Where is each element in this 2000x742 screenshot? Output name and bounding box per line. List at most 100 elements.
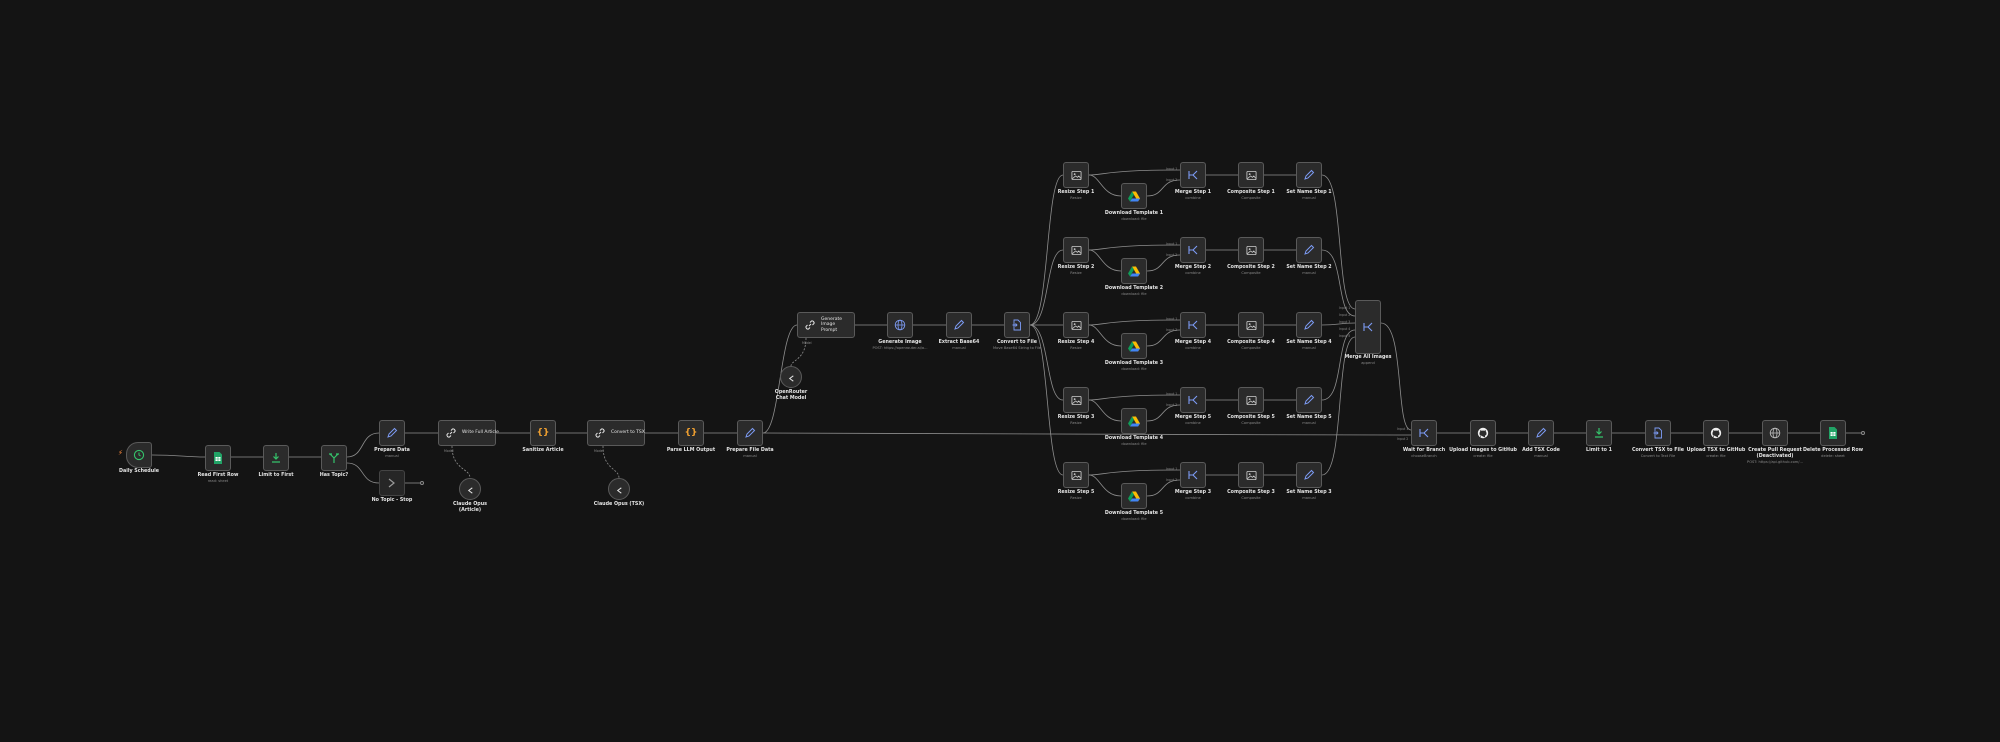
node-prepare-file-data[interactable]: [737, 420, 763, 446]
node-merge-step-3[interactable]: [1180, 462, 1206, 488]
node-set-name-step-1[interactable]: [1296, 162, 1322, 188]
node-upload-tsx-to-github[interactable]: [1703, 420, 1729, 446]
node-merge-step-1[interactable]: [1180, 162, 1206, 188]
node-claude-opus-article[interactable]: [459, 478, 481, 500]
node-download-template-5[interactable]: [1121, 483, 1147, 509]
node-composite-step-3[interactable]: [1238, 462, 1264, 488]
node-resize-step-5[interactable]: [1063, 462, 1089, 488]
node-sanitize-article[interactable]: {}: [530, 420, 556, 446]
node-openrouter-chat-model[interactable]: [780, 366, 802, 388]
pencil-icon: [1303, 394, 1315, 406]
node-delete-processed-row[interactable]: [1820, 420, 1846, 446]
clock-icon: [133, 449, 145, 461]
node-generate-image[interactable]: [887, 312, 913, 338]
image-icon: [1245, 319, 1257, 331]
node-resize-step-2[interactable]: [1063, 237, 1089, 263]
image-icon: [1245, 394, 1257, 406]
node-download-template-3[interactable]: [1121, 333, 1147, 359]
port-label-input1: Input 1: [1166, 392, 1178, 396]
node-prepare-data[interactable]: [379, 420, 405, 446]
port-label-model: Model: [594, 449, 604, 453]
pencil-icon: [1303, 244, 1315, 256]
node-set-name-step-2[interactable]: [1296, 237, 1322, 263]
node-add-tsx-code[interactable]: [1528, 420, 1554, 446]
label-limit-to-first: Limit to First: [258, 473, 294, 478]
node-set-name-step-5[interactable]: [1296, 387, 1322, 413]
node-convert-tsx-to-file[interactable]: [1645, 420, 1671, 446]
node-extract-base64[interactable]: [946, 312, 972, 338]
merge-icon: [1187, 469, 1199, 481]
edge: [602, 445, 620, 479]
node-composite-step-1[interactable]: [1238, 162, 1264, 188]
google-sheets-icon: [1827, 427, 1839, 439]
node-merge-all-images[interactable]: [1355, 300, 1381, 354]
node-daily-schedule[interactable]: [126, 442, 152, 468]
node-composite-step-5[interactable]: [1238, 387, 1264, 413]
node-download-template-1[interactable]: [1121, 183, 1147, 209]
anthropic-icon: [615, 480, 624, 499]
node-resize-step-4[interactable]: [1063, 312, 1089, 338]
node-create-pull-request[interactable]: [1762, 420, 1788, 446]
merge-icon: [1187, 319, 1199, 331]
node-generate-image-prompt[interactable]: Generate Image Prompt: [797, 312, 855, 338]
node-set-name-step-4[interactable]: [1296, 312, 1322, 338]
image-icon: [1070, 394, 1082, 406]
edge: [1029, 249, 1064, 326]
node-parse-llm-output[interactable]: {}: [678, 420, 704, 446]
output-endpoint[interactable]: [420, 481, 424, 485]
file-convert-icon: [1652, 427, 1664, 439]
node-convert-to-tsx[interactable]: Convert to TSX: [587, 420, 645, 446]
node-merge-step-4[interactable]: [1180, 312, 1206, 338]
label-extract-base64: Extract Base64 manual: [938, 340, 980, 350]
node-limit-to-1[interactable]: [1586, 420, 1612, 446]
node-no-topic-stop[interactable]: [379, 470, 405, 496]
port-label-model: Model: [802, 341, 812, 345]
node-convert-to-file[interactable]: [1004, 312, 1030, 338]
node-resize-step-1[interactable]: [1063, 162, 1089, 188]
node-write-full-article[interactable]: Write Full Article: [438, 420, 499, 446]
node-upload-images-to-github[interactable]: [1470, 420, 1496, 446]
merge-icon: [1187, 244, 1199, 256]
label-has-topic: Has Topic?: [319, 473, 349, 478]
edge: [451, 445, 471, 479]
edge: [151, 454, 206, 458]
no-op-arrow-icon: [386, 477, 398, 489]
node-wait-for-branch[interactable]: [1411, 420, 1437, 446]
node-limit-to-first[interactable]: [263, 445, 289, 471]
node-resize-step-3[interactable]: [1063, 387, 1089, 413]
node-download-template-4[interactable]: [1121, 408, 1147, 434]
port-label-input4: Input 4: [1339, 327, 1351, 331]
node-download-template-2[interactable]: [1121, 258, 1147, 284]
pencil-icon: [386, 427, 398, 439]
node-merge-step-2[interactable]: [1180, 237, 1206, 263]
node-read-first-row[interactable]: [205, 445, 231, 471]
pencil-icon: [1303, 469, 1315, 481]
node-merge-step-5[interactable]: [1180, 387, 1206, 413]
output-endpoint[interactable]: [1861, 431, 1865, 435]
edge: [762, 432, 1412, 436]
node-claude-opus-tsx[interactable]: [608, 478, 630, 500]
google-drive-icon: [1128, 190, 1140, 202]
node-composite-step-4[interactable]: [1238, 312, 1264, 338]
node-set-name-step-3[interactable]: [1296, 462, 1322, 488]
node-composite-step-2[interactable]: [1238, 237, 1264, 263]
port-label-input1: Input 1: [1166, 317, 1178, 321]
node-has-topic[interactable]: [321, 445, 347, 471]
edge: [1380, 322, 1412, 431]
